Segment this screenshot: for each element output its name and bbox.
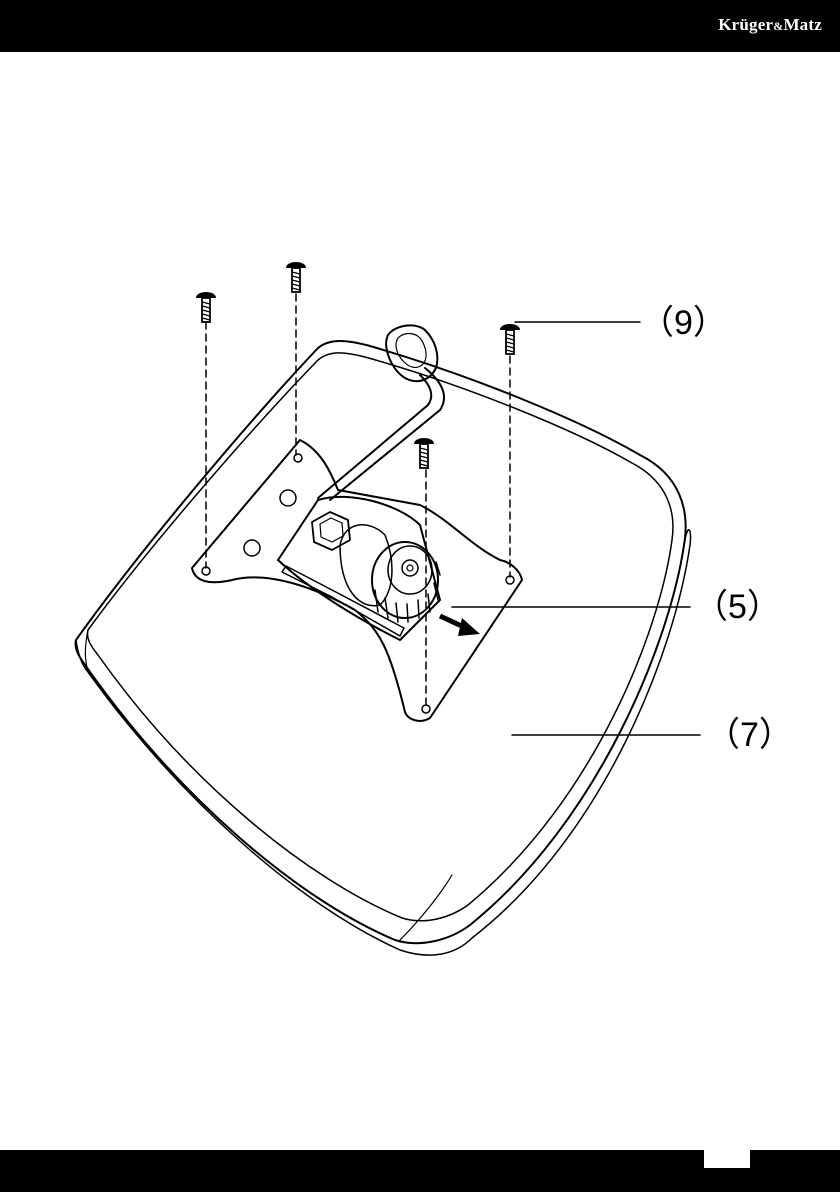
mount-plate bbox=[192, 440, 522, 721]
hex-nut-inner bbox=[320, 518, 343, 542]
screw bbox=[414, 438, 434, 468]
callout-screw: （9） bbox=[640, 306, 727, 340]
knob-ridges bbox=[375, 562, 440, 622]
screw bbox=[196, 292, 216, 322]
page-number-box bbox=[704, 1150, 750, 1168]
screw-hole bbox=[422, 705, 430, 713]
plate-hole bbox=[244, 540, 260, 556]
screw bbox=[286, 262, 306, 292]
support-rod-b bbox=[318, 375, 431, 498]
callout-base: （7） bbox=[706, 718, 793, 752]
base-outer-rim bbox=[75, 341, 685, 943]
knob-nut bbox=[402, 560, 418, 576]
direction-arrow-icon bbox=[440, 616, 480, 636]
plate-hole bbox=[280, 490, 296, 506]
tension-knob bbox=[372, 542, 438, 618]
hinge-cylinder bbox=[340, 525, 392, 606]
base-bottom-crease bbox=[400, 875, 452, 940]
knob-bolt bbox=[407, 565, 413, 571]
screw-hole bbox=[294, 454, 302, 462]
hinge-housing bbox=[278, 497, 440, 640]
footer-bar bbox=[0, 1150, 840, 1192]
screw bbox=[500, 324, 520, 354]
callout-mount-plate: （5） bbox=[694, 590, 781, 624]
support-rod-a bbox=[330, 368, 444, 500]
